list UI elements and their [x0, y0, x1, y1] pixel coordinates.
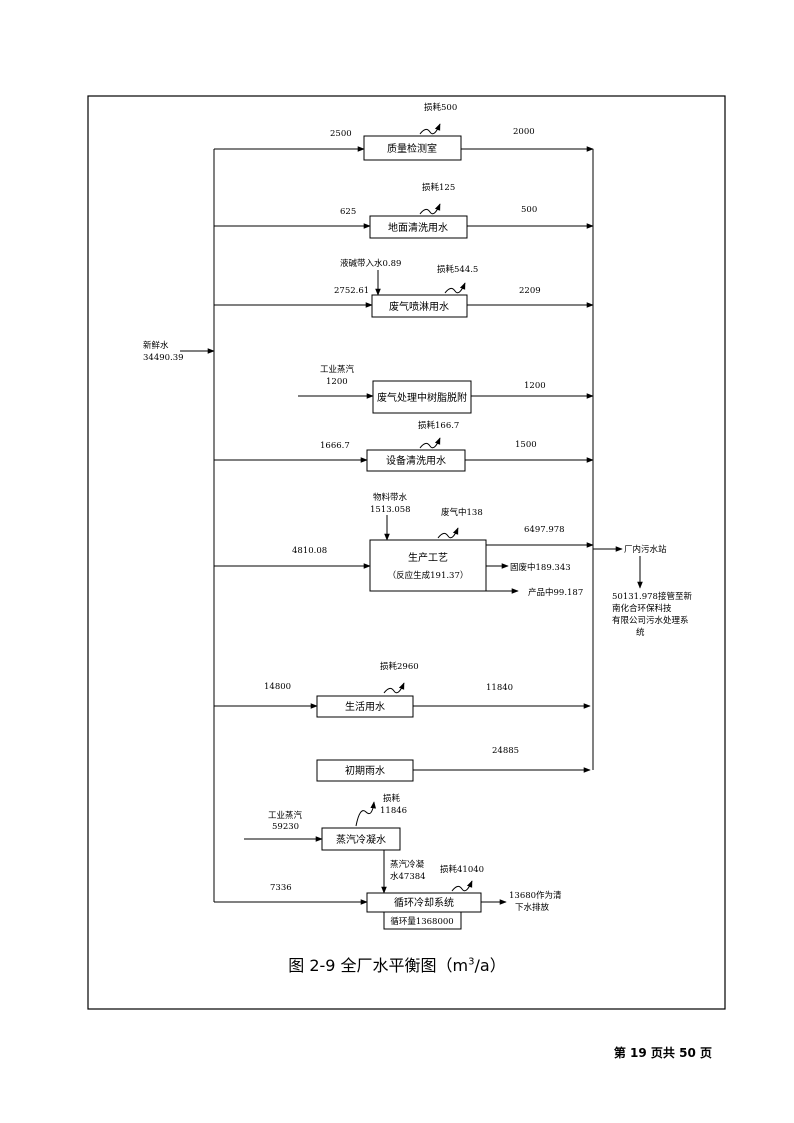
qc-out: 2000: [513, 127, 535, 137]
prod-product: 产品中99.187: [528, 587, 583, 598]
floor-box: [369, 215, 468, 239]
wwtp-discharge-3: 有限公司污水处理系: [612, 615, 689, 626]
steamcond-loss-value: 11846: [380, 806, 407, 816]
steamcond-loss-arrow: [355, 801, 376, 827]
wwtp-discharge-2: 南化合环保科技: [612, 603, 672, 614]
steamcond-cond-value: 水47384: [390, 871, 426, 882]
spray-label: 废气喷淋用水: [389, 300, 449, 313]
equip-label: 设备清洗用水: [386, 454, 446, 467]
spray-box: [371, 294, 468, 318]
spray-loss-arrow: [444, 282, 466, 294]
caption-superscript: 3: [468, 956, 475, 968]
wwtp-label: 厂内污水站: [624, 544, 667, 555]
cool-in: 7336: [270, 883, 292, 893]
cool-circ: 循环量1368000: [390, 916, 453, 927]
floor-in: 625: [340, 207, 356, 217]
prod-in: 4810.08: [292, 546, 327, 556]
floor-out: 500: [521, 205, 537, 215]
rain-out: 24885: [492, 746, 519, 756]
fresh-water-value: 34490.39: [143, 353, 184, 363]
desorb-steam-value: 1200: [326, 377, 348, 387]
prod-raw-value: 1513.058: [370, 505, 411, 515]
floor-label: 地面清洗用水: [388, 221, 448, 234]
equip-in: 1666.7: [320, 441, 350, 451]
page-frame: [87, 95, 726, 1010]
domestic-loss-arrow: [383, 682, 405, 694]
wwtp-discharge-4: 统: [636, 627, 645, 638]
domestic-label: 生活用水: [345, 700, 385, 713]
rain-label: 初期雨水: [345, 764, 385, 777]
qc-box: [363, 135, 462, 161]
steamcond-label: 蒸汽冷凝水: [336, 833, 386, 846]
steamcond-steam-value: 59230: [272, 822, 299, 832]
prod-gas-arrow: [437, 527, 459, 539]
cool-out-2: 下水排放: [515, 902, 550, 913]
spray-extra: 液碱带入水0.89: [340, 258, 401, 269]
spray-out: 2209: [519, 286, 541, 296]
domestic-in: 14800: [264, 682, 291, 692]
cool-loss: 损耗41040: [440, 864, 484, 875]
steamcond-box: [321, 827, 401, 851]
page-number: 第 19 页共 50 页: [613, 1046, 712, 1060]
equip-loss-arrow: [419, 437, 441, 449]
prod-label: 生产工艺: [408, 551, 448, 564]
desorb-steam-label: 工业蒸汽: [320, 364, 355, 375]
spray-loss: 损耗544.5: [437, 264, 478, 275]
prod-reaction: （反应生成191.37）: [388, 570, 469, 581]
prod-box: [369, 539, 487, 592]
cool-circ-box: [383, 911, 462, 930]
desorb-out: 1200: [524, 381, 546, 391]
domestic-out: 11840: [486, 683, 513, 693]
desorb-box: [372, 380, 472, 414]
cool-label: 循环冷却系统: [394, 896, 454, 909]
qc-loss-arrow: [419, 123, 441, 135]
domestic-loss: 损耗2960: [380, 661, 419, 672]
steamcond-loss-label: 损耗: [383, 793, 401, 804]
floor-loss: 损耗125: [422, 182, 455, 193]
floor-loss-arrow: [419, 203, 441, 215]
wwtp-discharge-1: 50131.978接管至新: [612, 591, 692, 602]
prod-raw-label: 物料带水: [373, 492, 408, 503]
desorb-label: 废气处理中树脂脱附: [377, 391, 467, 404]
steamcond-steam-label: 工业蒸汽: [268, 810, 303, 821]
prod-solid: 固废中189.343: [510, 562, 571, 573]
cool-loss-arrow: [451, 880, 473, 892]
steamcond-cond-label: 蒸汽冷凝: [390, 859, 425, 870]
fresh-water-label: 新鲜水: [143, 340, 169, 351]
qc-loss: 损耗500: [424, 102, 457, 113]
spray-in: 2752.61: [334, 286, 369, 296]
qc-in: 2500: [330, 129, 352, 139]
equip-loss: 损耗166.7: [418, 420, 459, 431]
equip-out: 1500: [515, 440, 537, 450]
figure-caption: 图 2-9 全厂水平衡图（m3/a）: [288, 956, 506, 975]
cool-out-1: 13680作为清: [509, 890, 562, 901]
prod-gas: 废气中138: [441, 507, 483, 518]
qc-label: 质量检测室: [387, 142, 437, 155]
prod-out: 6497.978: [524, 525, 565, 535]
